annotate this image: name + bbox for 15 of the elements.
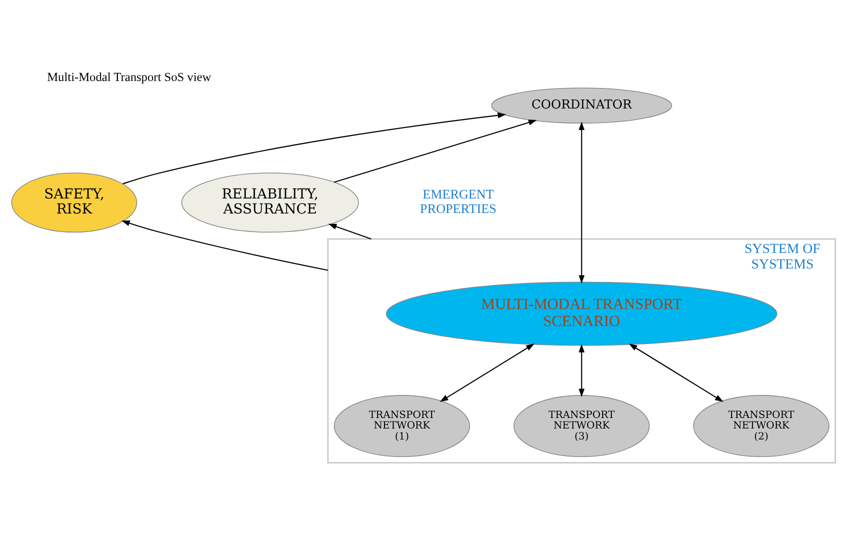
arrow: [121, 220, 328, 270]
node-ellipse: SAFETY, RISK: [11, 172, 138, 232]
arrow: [122, 112, 506, 184]
arrow: [334, 119, 537, 182]
arrow: [578, 121, 585, 284]
label: EMERGENT PROPERTIES: [420, 186, 496, 216]
arrow: [628, 343, 724, 402]
arrow: [440, 343, 534, 402]
diagram-title: Multi-Modal Transport SoS view: [47, 70, 212, 84]
node-ellipse: RELIABILITY, ASSURANCE: [181, 172, 359, 232]
arrow: [578, 344, 585, 397]
node-ellipse: MULTI-MODAL TRANSPORT SCENARIO: [386, 281, 778, 346]
node-ellipse: TRANSPORT NETWORK (3): [513, 394, 650, 457]
node-ellipse: COORDINATOR: [491, 87, 672, 123]
arrow: [328, 223, 372, 239]
